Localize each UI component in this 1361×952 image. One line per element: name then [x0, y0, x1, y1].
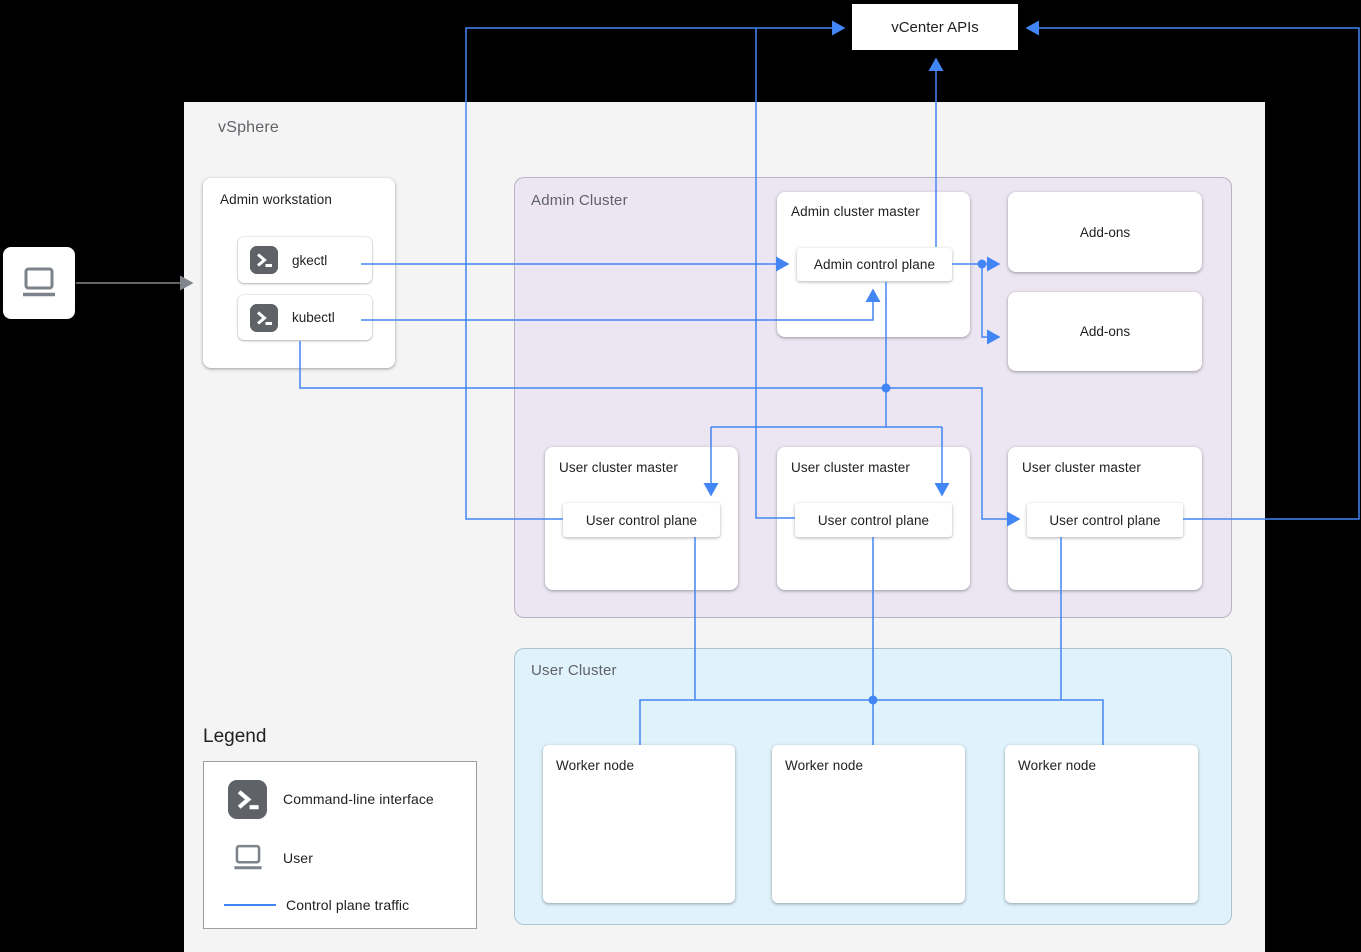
vcenter-apis-box: vCenter APIs [852, 4, 1018, 50]
worker-node-box-1: Worker node [543, 745, 735, 903]
user-control-plane-label: User control plane [585, 512, 698, 528]
user-control-plane-label: User control plane [1049, 512, 1161, 528]
terminal-icon [228, 779, 267, 819]
user-control-plane-box-3: User control plane [1027, 503, 1183, 537]
worker-node-title: Worker node [1018, 758, 1097, 773]
user-control-plane-label: User control plane [817, 512, 930, 528]
worker-node-box-3: Worker node [1005, 745, 1198, 903]
admin-cluster-label: Admin Cluster [531, 192, 628, 209]
user-cluster-master-title: User cluster master [559, 460, 678, 475]
admin-control-plane-box: Admin control plane [797, 248, 952, 281]
addons-label: Add-ons [1079, 324, 1131, 339]
laptop-icon [234, 844, 262, 870]
admin-workstation-title: Admin workstation [220, 192, 332, 207]
legend-item-cli: Command-line interface [228, 779, 434, 819]
laptop-icon [23, 267, 55, 297]
legend-box: Command-line interface User Control plan… [203, 761, 477, 929]
gkectl-box: gkectl [238, 237, 372, 283]
kubectl-label: kubectl [292, 310, 335, 325]
worker-node-box-2: Worker node [772, 745, 965, 903]
user-cluster-label: User Cluster [531, 662, 617, 679]
user-control-plane-box-2: User control plane [795, 503, 952, 537]
gkectl-label: gkectl [292, 252, 328, 268]
user-control-plane-box-1: User control plane [563, 503, 720, 537]
worker-node-title: Worker node [556, 758, 635, 773]
addons-label: Add-ons [1079, 224, 1131, 240]
control-plane-line [224, 904, 276, 906]
terminal-icon [250, 246, 278, 274]
legend-item-traffic: Control plane traffic [224, 895, 409, 915]
legend-item-user-label: User [283, 850, 313, 866]
legend-title: Legend [203, 726, 267, 747]
legend-item-traffic-label: Control plane traffic [286, 897, 410, 913]
admin-control-plane-label: Admin control plane [813, 257, 936, 272]
user-cluster-master-title: User cluster master [1022, 460, 1141, 475]
addons-box-2: Add-ons [1008, 292, 1202, 371]
worker-node-title: Worker node [785, 758, 864, 773]
admin-cluster-master-title: Admin cluster master [791, 204, 920, 219]
vsphere-label: vSphere [218, 119, 279, 136]
addons-box-1: Add-ons [1008, 192, 1202, 272]
terminal-icon [250, 303, 278, 332]
legend-item-cli-label: Command-line interface [283, 791, 434, 807]
user-cluster-master-title: User cluster master [791, 460, 910, 475]
legend-item-user: User [231, 842, 313, 874]
kubectl-box: kubectl [238, 295, 372, 340]
vcenter-apis-label: vCenter APIs [891, 18, 979, 36]
user-node [3, 247, 75, 319]
